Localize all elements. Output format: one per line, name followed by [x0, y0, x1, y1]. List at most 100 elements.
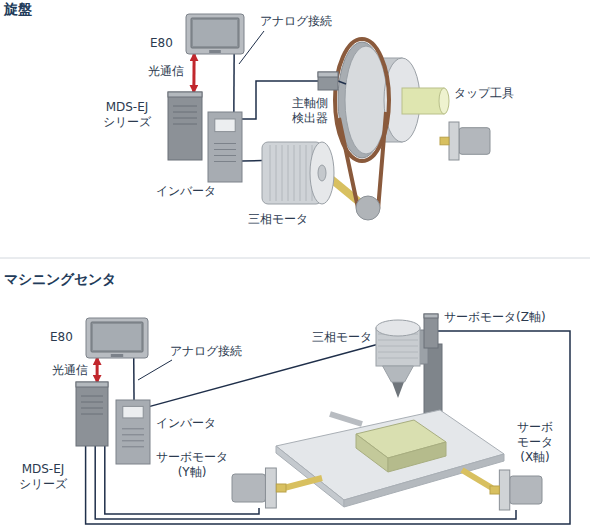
shaft-end	[439, 88, 449, 114]
device-node: MDS-EJ シリーズ	[76, 382, 108, 446]
device-detail	[270, 145, 271, 201]
device-detail	[173, 118, 197, 119]
tool	[392, 382, 404, 398]
device-part	[490, 486, 499, 494]
device-drawing	[208, 112, 242, 182]
device-drawing	[440, 122, 490, 160]
device-part	[232, 474, 265, 502]
section-panel: 旋盤E80MDS-EJ シリーズインバータ主軸側 検出器三相モータタップ工具	[0, 0, 590, 256]
device-detail	[288, 145, 289, 201]
device-part	[424, 314, 438, 348]
device-part	[215, 119, 235, 132]
device-icon	[86, 318, 148, 358]
device-icon	[490, 470, 542, 510]
section-heading: 旋盤	[4, 2, 32, 17]
device-detail	[81, 414, 103, 415]
device-part	[168, 92, 202, 97]
workpiece	[388, 442, 446, 472]
device-part	[123, 406, 143, 418]
signal-wire	[242, 160, 262, 162]
lathe-spindle	[330, 39, 449, 220]
device-node: サーボ モータ (X軸)	[490, 470, 542, 510]
signal-wire	[86, 331, 570, 524]
workpiece	[356, 434, 388, 472]
device-label: サーボ モータ (X軸)	[514, 420, 556, 465]
pulley-face	[345, 46, 387, 154]
device-label: インバータ	[156, 416, 216, 431]
device-node: タップ工具	[440, 122, 490, 160]
device-label: 三相モータ	[312, 330, 372, 345]
device-detail	[378, 340, 418, 341]
device-icon	[440, 122, 490, 160]
device-detail	[276, 145, 277, 201]
device-detail	[214, 155, 236, 156]
rail	[330, 414, 362, 424]
device-part	[168, 92, 202, 160]
device-part	[208, 112, 242, 182]
device-detail	[173, 106, 197, 107]
device-part	[209, 50, 221, 53]
belt	[339, 112, 386, 210]
device-detail	[214, 149, 236, 150]
signal-wire	[95, 446, 516, 519]
device-part	[93, 324, 141, 350]
detector-link	[338, 81, 346, 84]
device-detail	[122, 440, 144, 441]
device-detail	[81, 402, 103, 403]
device-icon	[262, 142, 334, 204]
device-label: サーボモータ(Z軸)	[444, 310, 546, 325]
device-drawing	[232, 468, 286, 508]
device-node: サーボモータ (Y軸)	[232, 468, 286, 508]
device-drawing	[76, 382, 108, 446]
device-part	[116, 400, 150, 464]
device-part	[449, 122, 459, 160]
section-heading: マシニングセンタ	[4, 272, 116, 287]
device-detail	[294, 145, 295, 201]
device-part	[276, 484, 286, 492]
device-part	[265, 468, 276, 508]
device-label: MDS-EJ シリーズ	[10, 462, 76, 492]
motor-pulley	[356, 196, 380, 220]
device-part	[424, 314, 438, 318]
device-detail	[306, 145, 307, 201]
section-divider	[0, 258, 590, 259]
device-node: インバータ	[116, 400, 150, 464]
ball-screw	[284, 478, 322, 488]
device-drawing	[86, 318, 148, 358]
device-part	[76, 382, 108, 387]
device-detail	[81, 396, 103, 397]
device-detail	[122, 446, 144, 447]
signal-wire	[150, 345, 376, 407]
device-icon	[424, 314, 438, 348]
device-drawing	[116, 400, 150, 464]
device-icon	[116, 400, 150, 464]
device-detail	[173, 124, 197, 125]
device-part	[86, 318, 148, 358]
device-node: E80	[86, 318, 148, 358]
optical-link-arrow	[96, 358, 99, 382]
device-node: MDS-EJ シリーズ	[168, 92, 202, 160]
connection-label: アナログ接続	[168, 344, 244, 359]
device-detail	[122, 428, 144, 429]
device-detail	[378, 346, 418, 347]
device-drawing	[262, 142, 334, 204]
signal-wire	[233, 54, 235, 112]
device-icon	[318, 72, 338, 90]
ball-screw	[462, 470, 492, 488]
device-detail	[81, 408, 103, 409]
device-part	[111, 354, 123, 357]
device-label: インバータ	[156, 184, 216, 199]
device-part	[499, 470, 509, 510]
device-node: 主軸側 検出器	[318, 72, 338, 90]
device-part	[376, 320, 420, 336]
device-icon	[168, 92, 202, 160]
device-label: E80	[150, 36, 173, 51]
device-detail	[282, 145, 283, 201]
device-icon	[76, 382, 108, 446]
spindle-shaft	[402, 88, 444, 114]
device-label: タップ工具	[454, 86, 514, 101]
signal-wire	[133, 358, 135, 400]
device-part	[459, 128, 490, 155]
